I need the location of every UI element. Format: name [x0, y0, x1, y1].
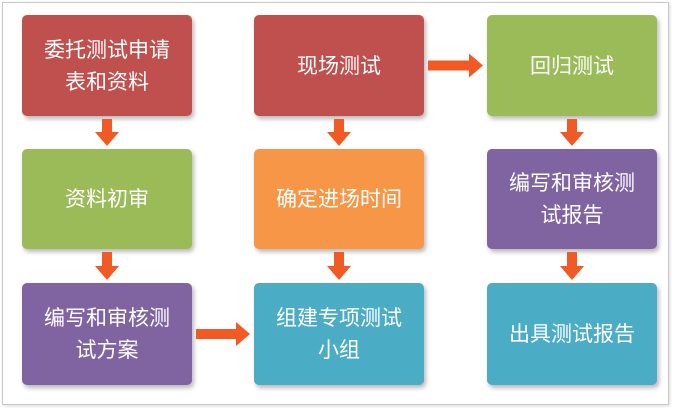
step-label: 确定进场时间 — [276, 187, 402, 211]
step-label: 回归测试 — [530, 53, 614, 78]
flow-arrow-b8-b9 — [560, 252, 584, 280]
flow-arrow-b4-b7 — [428, 53, 483, 78]
step-schedule-entry: 确定进场时间 — [254, 149, 424, 249]
flow-arrow-b3-b6 — [196, 322, 250, 346]
step-label: 组建专项测试小组 — [276, 306, 402, 362]
step-initial-review: 资料初审 — [22, 149, 192, 249]
step-issue-report: 出具测试报告 — [487, 283, 657, 385]
flow-arrow-b5-b6 — [327, 252, 351, 280]
step-label: 编写和审核测试方案 — [44, 306, 170, 362]
step-onsite-test: 现场测试 — [254, 15, 424, 116]
step-label: 出具测试报告 — [509, 322, 635, 346]
step-label: 委托测试申请表和资料 — [44, 37, 170, 94]
flow-arrow-b2-b3 — [95, 252, 119, 280]
flow-arrow-b7-b8 — [560, 119, 584, 146]
step-regression-test: 回归测试 — [487, 15, 657, 116]
flow-arrow-b4-b5 — [327, 119, 351, 146]
step-test-plan: 编写和审核测试方案 — [22, 283, 192, 385]
step-form-test-team: 组建专项测试小组 — [254, 283, 424, 385]
step-submit-application: 委托测试申请表和资料 — [22, 15, 192, 116]
flow-arrow-b1-b2 — [95, 119, 119, 146]
step-label: 现场测试 — [297, 53, 381, 78]
step-label: 资料初审 — [65, 187, 149, 211]
step-label: 编写和审核测试报告 — [509, 171, 635, 227]
step-test-report: 编写和审核测试报告 — [487, 149, 657, 249]
